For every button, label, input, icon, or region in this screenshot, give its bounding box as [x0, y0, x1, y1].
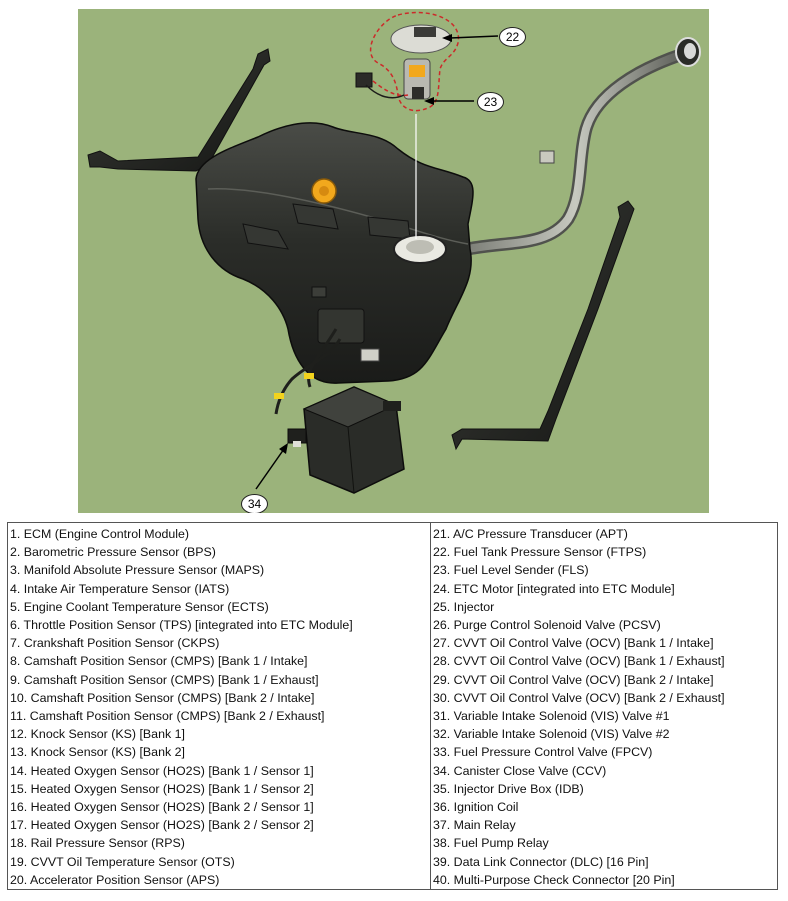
- legend-item: 35. Injector Drive Box (IDB): [433, 781, 584, 796]
- legend-item: 18. Rail Pressure Sensor (RPS): [10, 836, 185, 851]
- legend-item: 12. Knock Sensor (KS) [Bank 1]: [10, 727, 185, 742]
- legend-item: 6. Throttle Position Sensor (TPS) [integ…: [10, 618, 353, 633]
- legend-item: 5. Engine Coolant Temperature Sensor (EC…: [10, 599, 269, 614]
- legend-left-column: 1. ECM (Engine Control Module) 2. Barome…: [7, 521, 431, 891]
- legend-item: 1. ECM (Engine Control Module): [10, 527, 190, 541]
- legend-item: 36. Ignition Coil: [433, 800, 519, 815]
- legend-item: 16. Heated Oxygen Sensor (HO2S) [Bank 2 …: [10, 800, 314, 815]
- right-tank-strap: [451, 200, 635, 451]
- legend-item: 15. Heated Oxygen Sensor (HO2S) [Bank 1 …: [10, 781, 314, 796]
- legend-item: 13. Knock Sensor (KS) [Bank 2]: [10, 745, 185, 760]
- legend-item: 11. Camshaft Position Sensor (CMPS) [Ban…: [10, 709, 325, 724]
- legend-item: 28. CVVT Oil Control Valve (OCV) [Bank 1…: [433, 654, 725, 669]
- legend-item: 22. Fuel Tank Pressure Sensor (FTPS): [433, 545, 647, 560]
- callout-34: 34: [241, 494, 268, 513]
- legend-item: 24. ETC Motor [integrated into ETC Modul…: [433, 581, 675, 596]
- legend-item: 7. Crankshaft Position Sensor (CKPS): [10, 636, 220, 651]
- legend-item: 33. Fuel Pressure Control Valve (FPCV): [433, 745, 653, 760]
- left-tank-strap: [87, 48, 271, 172]
- legend-table: 1. ECM (Engine Control Module) 2. Barome…: [7, 521, 778, 891]
- vapor-hose-2: [307, 328, 338, 388]
- fuel-tank-diagram: 22 23 34: [78, 9, 709, 513]
- legend-item: 17. Heated Oxygen Sensor (HO2S) [Bank 2 …: [10, 818, 314, 833]
- legend-item: 3. Manifold Absolute Pressure Sensor (MA…: [10, 563, 265, 578]
- hose-clip-2: [304, 373, 314, 379]
- legend-item: 20. Accelerator Position Sensor (APS): [10, 872, 220, 887]
- fuel-pump-module: [355, 11, 460, 112]
- legend-item: 39. Data Link Connector (DLC) [16 Pin]: [433, 854, 649, 869]
- legend-item: 38. Fuel Pump Relay: [433, 836, 549, 851]
- legend-item: 8. Camshaft Position Sensor (CMPS) [Bank…: [10, 654, 308, 669]
- legend-item: 31. Variable Intake Solenoid (VIS) Valve…: [433, 709, 670, 724]
- legend-item: 2. Barometric Pressure Sensor (BPS): [10, 545, 216, 560]
- fuel-tank-illustration: [87, 11, 701, 494]
- legend-item: 10. Camshaft Position Sensor (CMPS) [Ban…: [10, 690, 315, 705]
- legend-item: 40. Multi-Purpose Check Connector [20 Pi…: [433, 872, 675, 887]
- legend-right-column: 21. A/C Pressure Transducer (APT) 22. Fu…: [430, 521, 778, 891]
- hose-clip: [274, 393, 284, 399]
- legend-item: 37. Main Relay: [433, 818, 516, 833]
- vapor-hose: [274, 338, 342, 415]
- filler-pipe: [461, 37, 701, 256]
- legend-item: 23. Fuel Level Sender (FLS): [433, 563, 589, 578]
- legend-item: 32. Variable Intake Solenoid (VIS) Valve…: [433, 727, 670, 742]
- legend-item: 19. CVVT Oil Temperature Sensor (OTS): [10, 854, 235, 869]
- callout-23: 23: [477, 92, 504, 112]
- legend-item: 34. Canister Close Valve (CCV): [433, 763, 607, 778]
- legend-item: 25. Injector: [433, 599, 495, 614]
- callout-22: 22: [499, 27, 526, 47]
- legend-item: 27. CVVT Oil Control Valve (OCV) [Bank 1…: [433, 636, 714, 651]
- legend-item: 14. Heated Oxygen Sensor (HO2S) [Bank 1 …: [10, 763, 314, 778]
- legend-item: 30. CVVT Oil Control Valve (OCV) [Bank 2…: [433, 690, 725, 705]
- legend-item: 21. A/C Pressure Transducer (APT): [433, 527, 628, 541]
- legend-item: 4. Intake Air Temperature Sensor (IATS): [10, 581, 230, 596]
- evap-canister: [287, 386, 405, 494]
- legend-item: 9. Camshaft Position Sensor (CMPS) [Bank…: [10, 672, 319, 687]
- callout-leaders: [255, 34, 499, 490]
- legend-item: 29. CVVT Oil Control Valve (OCV) [Bank 2…: [433, 672, 714, 687]
- fuel-tank: [195, 122, 474, 384]
- legend-item: 26. Purge Control Solenoid Valve (PCSV): [433, 618, 661, 633]
